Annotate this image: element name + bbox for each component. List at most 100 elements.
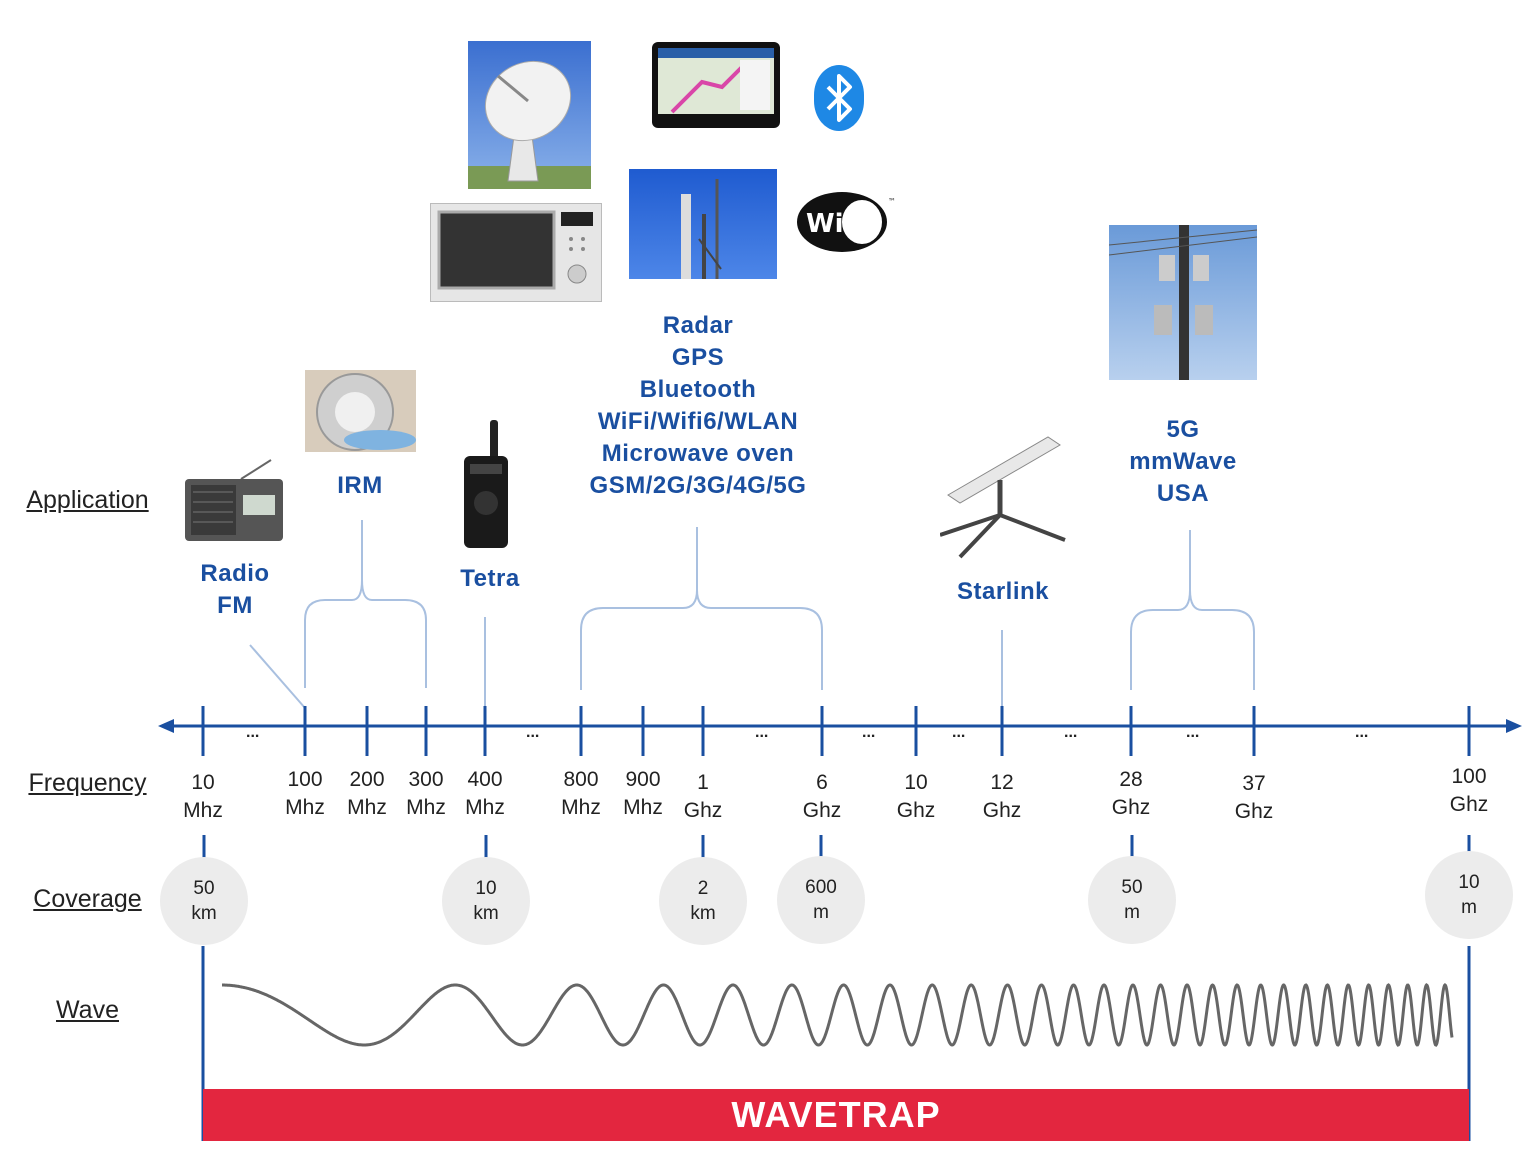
coverage-circle: 600 m — [777, 856, 865, 944]
axis-ellipsis: ... — [246, 724, 260, 741]
axis-ellipsis: ... — [952, 724, 966, 741]
irm-bracket — [304, 520, 427, 688]
coverage-circle: 2 km — [659, 857, 747, 945]
coverage-unit: m — [1124, 902, 1140, 923]
axis-ellipsis: ... — [755, 724, 769, 741]
frequency-unit: Ghz — [683, 799, 723, 822]
app-label-tetra: Tetra — [460, 565, 520, 592]
radio-image — [183, 457, 286, 545]
row-label-frequency: Frequency — [28, 769, 147, 797]
frequency-unit: Mhz — [183, 799, 223, 822]
coverage-stems — [202, 835, 1471, 861]
axis-ellipsis: ... — [1355, 724, 1369, 741]
coverage-value: 10 — [1458, 872, 1480, 893]
frequency-unit: Mhz — [623, 796, 663, 819]
axis-ticks — [201, 706, 1471, 756]
coverage-circle: 50 m — [1088, 856, 1176, 944]
app-label-5g-mmwave: 5G mmWave USA — [1129, 416, 1237, 507]
frequency-value: 800 — [563, 768, 599, 791]
radar-tower-image — [629, 169, 777, 279]
row-label-application: Application — [26, 486, 149, 514]
frequency-unit: Ghz — [982, 799, 1022, 822]
multi-bracket — [580, 527, 823, 690]
5g-tower-image — [1109, 225, 1257, 380]
frequency-unit: Mhz — [465, 796, 505, 819]
app-label-radio-fm: Radio FM — [200, 560, 270, 619]
frequency-value: 400 — [467, 768, 503, 791]
coverage-unit: m — [1461, 897, 1477, 918]
coverage-unit: km — [191, 903, 217, 924]
bluetooth-icon — [812, 63, 868, 135]
frequency-value: 300 — [408, 768, 444, 791]
frequency-value: 100 — [287, 768, 323, 791]
frequency-value: 900 — [625, 768, 661, 791]
walkie-talkie-image — [458, 418, 513, 550]
frequency-unit: Ghz — [1449, 793, 1489, 816]
frequency-unit: Mhz — [347, 796, 387, 819]
row-label-coverage: Coverage — [33, 885, 142, 913]
frequency-unit: Mhz — [561, 796, 601, 819]
frequency-value: 37 — [1242, 772, 1266, 795]
frequency-unit: Ghz — [1111, 796, 1151, 819]
radio-fm-leader — [249, 644, 306, 709]
frequency-unit: Ghz — [1234, 800, 1274, 823]
wifi-logo-text: Wi Fi — [806, 209, 879, 239]
frequency-value: 10 — [904, 771, 928, 794]
frequency-unit: Mhz — [406, 796, 446, 819]
frequency-value: 1 — [697, 771, 709, 794]
row-label-wave: Wave — [56, 996, 119, 1024]
mri-scanner-image — [305, 370, 416, 452]
frequency-value: 100 — [1451, 765, 1487, 788]
gps-navigator-image — [652, 42, 780, 128]
coverage-unit: km — [690, 903, 716, 924]
coverage-unit: m — [813, 902, 829, 923]
wave-signal — [222, 982, 1454, 1047]
frequency-value: 6 — [816, 771, 828, 794]
coverage-value: 50 — [1121, 877, 1143, 898]
coverage-value: 2 — [697, 878, 709, 899]
frequency-unit: Ghz — [896, 799, 936, 822]
mmwave-bracket — [1130, 530, 1255, 690]
axis-ellipsis: ... — [1186, 724, 1200, 741]
axis-ellipsis: ... — [862, 724, 876, 741]
microwave-oven-image — [430, 203, 602, 302]
trademark-symbol: ™ — [888, 197, 896, 206]
coverage-circle: 50 km — [160, 857, 248, 945]
coverage-circle: 10 m — [1425, 851, 1513, 939]
coverage-value: 50 — [193, 878, 215, 899]
frequency-unit: Ghz — [802, 799, 842, 822]
frequency-value: 28 — [1119, 768, 1143, 791]
satellite-dish-image — [468, 41, 591, 189]
wifi-logo-icon: Wi Fi ™ — [796, 188, 896, 256]
starlink-dish-image — [940, 435, 1068, 560]
app-label-multi: Radar GPS Bluetooth WiFi/Wifi6/WLAN Micr… — [589, 312, 807, 499]
coverage-unit: km — [473, 903, 499, 924]
axis-ellipsis: ... — [1064, 724, 1078, 741]
app-label-starlink: Starlink — [956, 578, 1050, 605]
frequency-value: 200 — [349, 768, 385, 791]
wavetrap-brand-bar: WAVETRAP — [203, 1089, 1469, 1141]
frequency-value: 12 — [990, 771, 1014, 794]
axis-arrow-left — [158, 719, 174, 733]
app-label-irm: IRM — [337, 472, 383, 499]
axis-arrow-right — [1506, 719, 1522, 733]
frequency-unit: Mhz — [285, 796, 325, 819]
coverage-value: 600 — [805, 877, 837, 898]
axis-ellipsis: ... — [526, 724, 540, 741]
